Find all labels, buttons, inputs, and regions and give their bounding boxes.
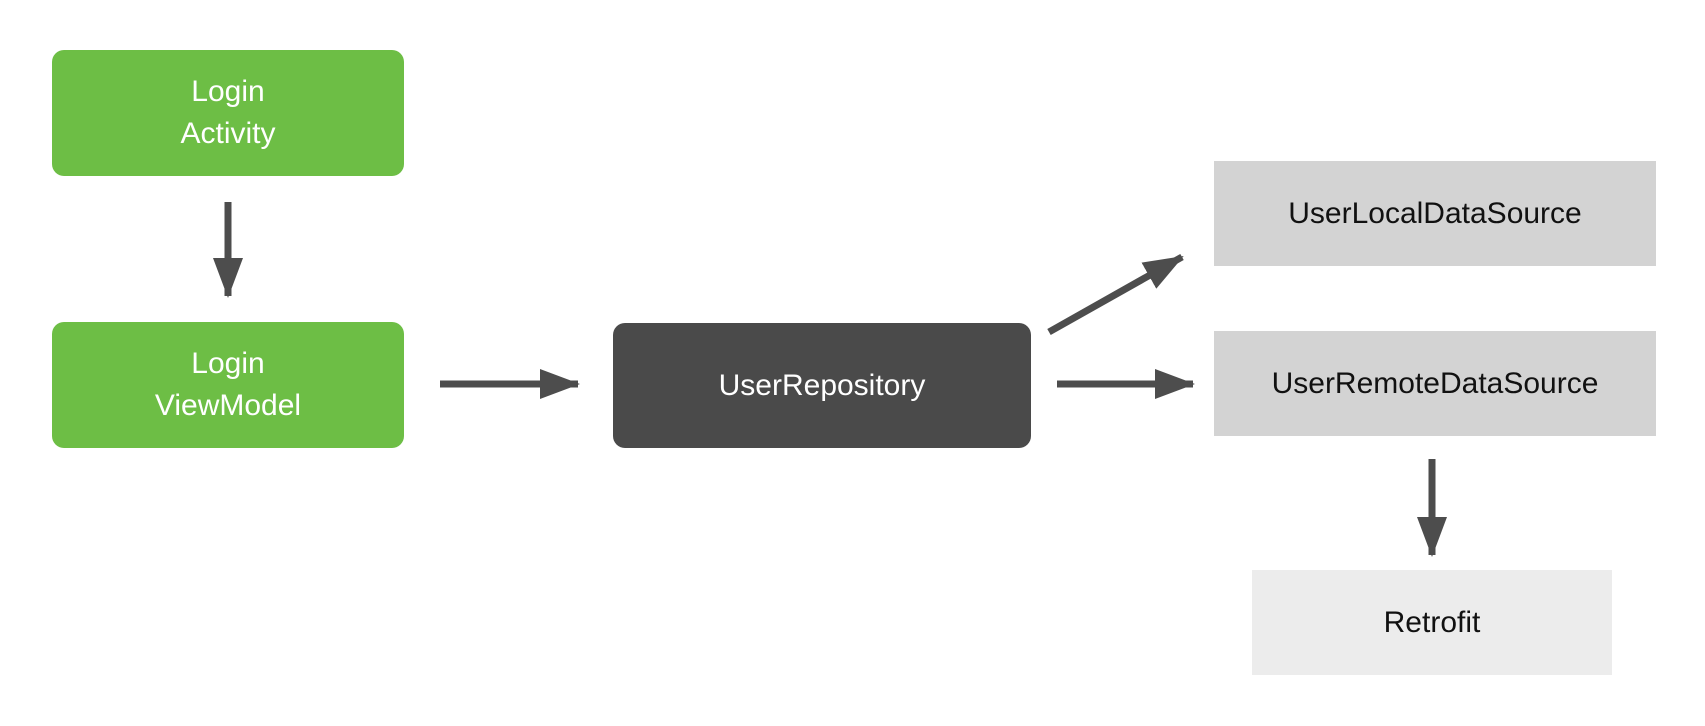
node-label-line: ViewModel xyxy=(154,389,302,422)
node-retrofit: Retrofit xyxy=(1252,570,1612,675)
node-user-repository: UserRepository xyxy=(613,323,1031,448)
node-label: Retrofit xyxy=(1383,605,1481,639)
node-label-line: Activity xyxy=(180,117,276,150)
arrow-user-repository-to-user-local-data-source xyxy=(1047,253,1184,336)
node-label: UserRepository xyxy=(718,368,926,402)
node-label: UserLocalDataSource xyxy=(1288,196,1582,230)
node-login-viewmodel: Login ViewModel xyxy=(52,322,404,448)
node-label: UserRemoteDataSource xyxy=(1271,366,1599,400)
node-login-activity: Login Activity xyxy=(52,50,404,176)
node-user-remote-data-source: UserRemoteDataSource xyxy=(1214,331,1656,436)
node-label-line: Login xyxy=(191,75,265,108)
node-user-local-data-source: UserLocalDataSource xyxy=(1214,161,1656,266)
node-label-line: Login xyxy=(191,347,265,380)
